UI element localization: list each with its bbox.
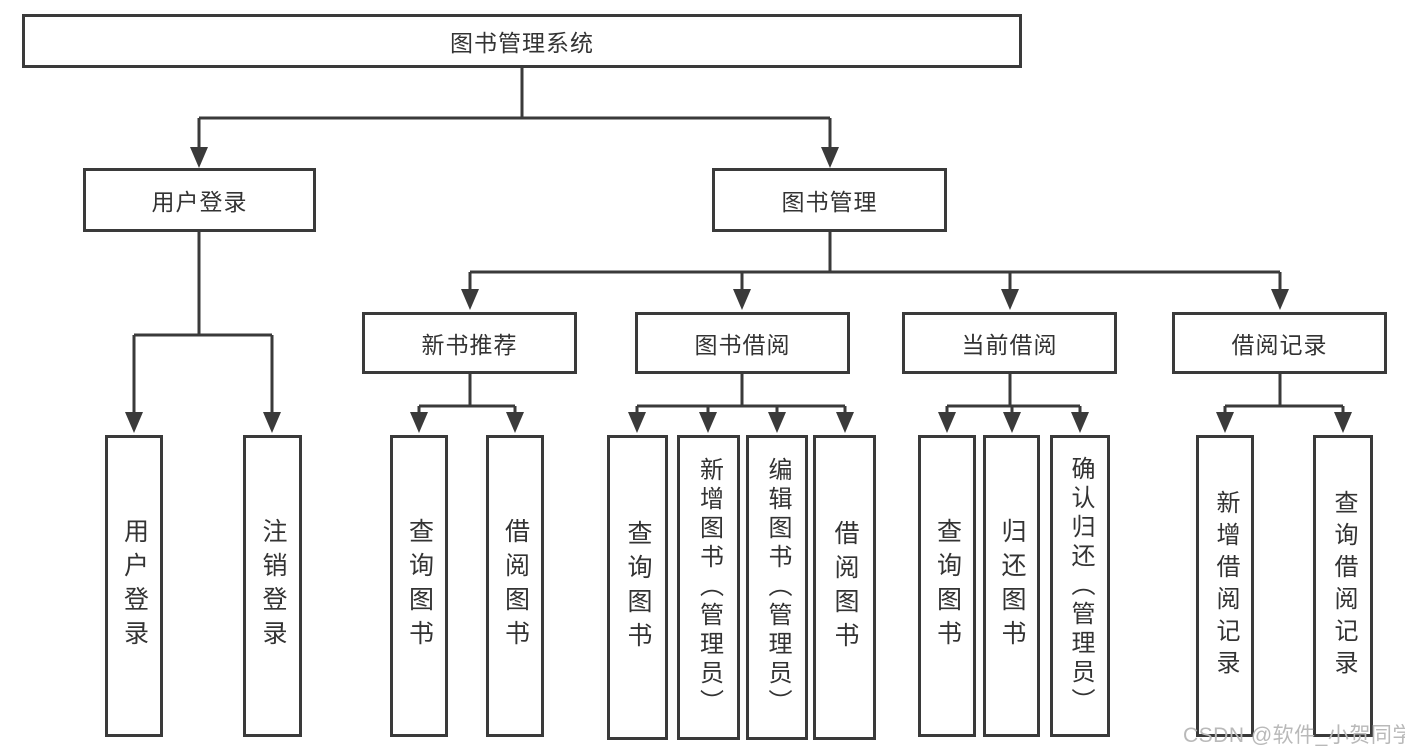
node-return-books: 归还图书: [983, 435, 1040, 737]
node-borrow-books-recommend: 借阅图书: [486, 435, 544, 737]
node-label: 借阅图书: [501, 518, 530, 654]
node-user-login: 用户登录: [83, 168, 316, 232]
node-label: 查询借阅记录: [1330, 490, 1357, 682]
arrow-icon: [1216, 412, 1234, 433]
node-current-borrowing: 当前借阅: [902, 312, 1117, 374]
node-label: 新增借阅记录: [1212, 490, 1239, 682]
node-label: 新增图书（管理员）: [695, 457, 723, 718]
arrow-icon: [836, 412, 854, 433]
arrow-icon: [1071, 412, 1089, 433]
arrow-icon: [461, 289, 479, 310]
node-add-borrow-record: 新增借阅记录: [1196, 435, 1254, 737]
node-borrow-books: 借阅图书: [813, 435, 876, 740]
arrow-icon: [699, 412, 717, 433]
arrow-icon: [1334, 412, 1352, 433]
node-label: 当前借阅: [961, 332, 1058, 358]
arrow-icon: [263, 412, 281, 433]
arrow-icon: [410, 412, 428, 433]
node-new-book-recommendation: 新书推荐: [362, 312, 577, 374]
node-query-books-recommend: 查询图书: [390, 435, 448, 737]
node-add-book-admin: 新增图书（管理员）: [677, 435, 740, 740]
arrow-icon: [938, 412, 956, 433]
arrow-icon: [1003, 412, 1021, 433]
arrow-icon: [506, 412, 524, 433]
node-label: 借阅图书: [831, 519, 859, 656]
node-label: 注销登录: [259, 518, 287, 654]
arrow-icon: [768, 412, 786, 433]
arrow-icon: [125, 412, 143, 433]
arrow-icon: [628, 412, 646, 433]
node-query-books-borrow: 查询图书: [607, 435, 668, 740]
node-label: 确认归还（管理员）: [1067, 455, 1094, 717]
node-query-books-current: 查询图书: [918, 435, 976, 737]
node-label: 图书管理系统: [450, 30, 594, 56]
node-label: 图书借阅: [694, 332, 791, 358]
node-book-management: 图书管理: [712, 168, 947, 232]
node-book-borrowing: 图书借阅: [635, 312, 850, 374]
arrow-icon: [190, 147, 208, 168]
node-edit-book-admin: 编辑图书（管理员）: [746, 435, 808, 740]
node-logout: 注销登录: [243, 435, 302, 737]
node-login: 用户登录: [105, 435, 163, 737]
node-borrowing-records: 借阅记录: [1172, 312, 1387, 374]
arrow-icon: [1271, 289, 1289, 310]
node-confirm-return-admin: 确认归还（管理员）: [1050, 435, 1110, 737]
node-label: 查询图书: [624, 519, 652, 656]
node-label: 用户登录: [151, 189, 248, 215]
node-label: 借阅记录: [1231, 332, 1328, 358]
node-library-management-system: 图书管理系统: [22, 14, 1022, 68]
node-label: 新书推荐: [421, 332, 518, 358]
node-label: 用户登录: [120, 518, 149, 654]
arrow-icon: [1001, 289, 1019, 310]
node-label: 归还图书: [998, 518, 1026, 654]
node-label: 查询图书: [405, 518, 434, 654]
node-label: 查询图书: [933, 518, 962, 654]
node-label: 图书管理: [781, 189, 878, 215]
node-query-borrow-record: 查询借阅记录: [1313, 435, 1373, 737]
arrow-icon: [821, 147, 839, 168]
arrow-icon: [733, 289, 751, 310]
node-label: 编辑图书（管理员）: [764, 457, 791, 718]
watermark: CSDN @软件_小贺同学: [1183, 724, 1405, 747]
